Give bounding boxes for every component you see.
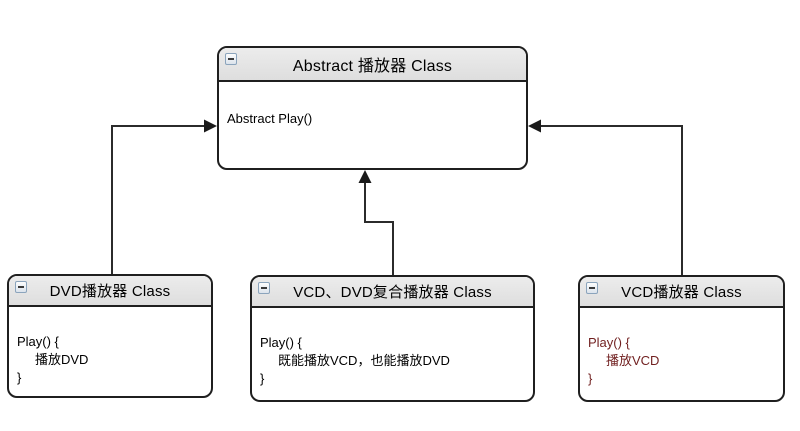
method-line: 既能播放VCD，也能播放DVD: [278, 353, 450, 368]
minus-glyph: [589, 287, 595, 289]
class-header-composite-player: VCD、DVD复合播放器 Class: [252, 277, 533, 308]
minus-glyph: [18, 286, 24, 288]
class-header-vcd-player: VCD播放器 Class: [580, 277, 783, 308]
class-box-composite-player[interactable]: VCD、DVD复合播放器 Class Play() { 既能播放VCD，也能播放…: [250, 275, 535, 402]
inheritance-arrow-vcd-to-abstract[interactable]: [528, 119, 683, 276]
method-line: 播放DVD: [35, 352, 89, 367]
minus-glyph: [228, 58, 234, 60]
class-title-abstract-player: Abstract 播放器 Class: [292, 58, 453, 75]
method-line: Abstract Play(): [227, 111, 313, 126]
class-header-abstract-player: Abstract 播放器 Class: [219, 48, 526, 82]
class-body-vcd-player: Play() { 播放VCD }: [580, 308, 783, 388]
method-line: Play() {: [17, 334, 59, 349]
class-box-abstract-player[interactable]: Abstract 播放器 Class Abstract Play(): [217, 46, 528, 170]
class-header-dvd-player: DVD播放器 Class: [9, 276, 211, 307]
class-body-dvd-player: Play() { 播放DVD }: [9, 307, 211, 387]
class-body-composite-player: Play() { 既能播放VCD，也能播放DVD }: [252, 308, 533, 388]
class-title-vcd-player: VCD播放器 Class: [621, 284, 742, 301]
minus-glyph: [261, 287, 267, 289]
inheritance-arrow-dvd-to-abstract[interactable]: [111, 119, 217, 275]
class-box-vcd-player[interactable]: VCD播放器 Class Play() { 播放VCD }: [578, 275, 785, 402]
method-line: 播放VCD: [606, 353, 660, 368]
method-line: }: [588, 371, 593, 386]
collapse-minus-icon[interactable]: [258, 282, 270, 294]
collapse-minus-icon[interactable]: [15, 281, 27, 293]
class-body-abstract-player: Abstract Play(): [219, 82, 526, 128]
class-title-dvd-player: DVD播放器 Class: [49, 283, 171, 300]
method-line: Play() {: [588, 335, 630, 350]
collapse-minus-icon[interactable]: [225, 53, 237, 65]
method-line: }: [260, 371, 265, 386]
method-line: Play() {: [260, 335, 302, 350]
class-box-dvd-player[interactable]: DVD播放器 Class Play() { 播放DVD }: [7, 274, 213, 398]
class-title-composite-player: VCD、DVD复合播放器 Class: [293, 284, 492, 301]
collapse-minus-icon[interactable]: [586, 282, 598, 294]
inheritance-arrow-composite-to-abstract[interactable]: [358, 170, 394, 275]
method-line: }: [17, 370, 22, 385]
